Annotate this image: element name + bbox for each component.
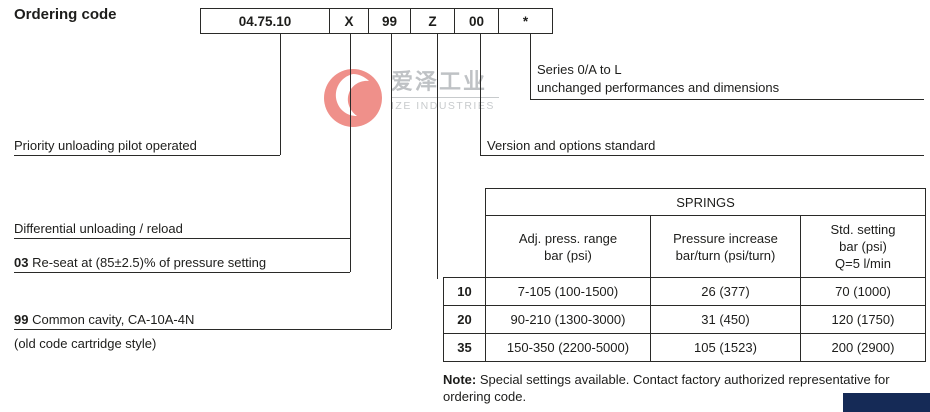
table-row: 10 7-105 (100-1500) 26 (377) 70 (1000)	[443, 277, 926, 306]
std-setting-cell: 70 (1000)	[800, 277, 926, 306]
col-header-pressure-increase: Pressure increase bar/turn (psi/turn)	[650, 215, 801, 278]
springs-table-title: SPRINGS	[485, 188, 926, 216]
table-row: 20 90-210 (1300-3000) 31 (450) 120 (1750…	[443, 305, 926, 334]
col-header-std-setting: Std. setting bar (psi) Q=5 l/min	[800, 215, 926, 278]
connector-line-00	[480, 34, 481, 155]
connector-line-star	[530, 34, 531, 99]
watermark-cn-text: 爱泽工业	[391, 69, 488, 94]
code-box-z: Z	[410, 8, 455, 34]
table-row: 35 150-350 (2200-5000) 105 (1523) 200 (2…	[443, 333, 926, 362]
ize-logo-icon	[324, 69, 382, 127]
underline-version	[480, 155, 924, 156]
table-spacer-cell	[444, 216, 486, 278]
col-header-adj-press-range: Adj. press. range bar (psi)	[485, 215, 651, 278]
page-title: Ordering code	[14, 6, 117, 23]
code-box-x: X	[329, 8, 369, 34]
reseat-code: 03	[14, 255, 29, 270]
series-callout-line2: unchanged performances and dimensions	[537, 80, 780, 95]
version-callout: Version and options standard	[487, 138, 656, 153]
underline-priority	[14, 155, 280, 156]
table-spacer-cell	[444, 189, 486, 216]
cavity-callout-sub: (old code cartridge style)	[14, 336, 157, 351]
pressure-increase-cell: 105 (1523)	[650, 333, 801, 362]
watermark: 爱泽工业 IZE INDUSTRIES	[323, 66, 543, 130]
adj-range-cell: 90-210 (1300-3000)	[485, 305, 651, 334]
series-callout-line1: Series 0/A to L	[537, 62, 622, 77]
adj-range-cell: 150-350 (2200-5000)	[485, 333, 651, 362]
reseat-callout: 03 Re-seat at (85±2.5)% of pressure sett…	[14, 255, 266, 271]
underline-differential	[14, 238, 350, 239]
connector-line-x	[350, 34, 351, 272]
code-box-star: *	[498, 8, 553, 34]
cavity-callout: 99 Common cavity, CA-10A-4N	[14, 312, 194, 328]
code-box-base: 04.75.10	[200, 8, 330, 34]
spring-code-cell: 35	[443, 333, 486, 362]
differential-callout: Differential unloading / reload	[14, 221, 183, 236]
code-box-00: 00	[454, 8, 499, 34]
reseat-text: Re-seat at (85±2.5)% of pressure setting	[28, 255, 267, 270]
note-label: Note:	[443, 372, 477, 387]
adj-range-cell: 7-105 (100-1500)	[485, 277, 651, 306]
springs-table: SPRINGS Adj. press. range bar (psi) Pres…	[443, 188, 926, 362]
note: Note: Special settings available. Contac…	[443, 371, 915, 405]
underline-reseat	[14, 272, 350, 273]
code-box-99: 99	[368, 8, 411, 34]
connector-line-base	[280, 34, 281, 155]
note-text: Special settings available. Contact fact…	[443, 372, 890, 404]
spring-code-cell: 20	[443, 305, 486, 334]
priority-callout: Priority unloading pilot operated	[14, 138, 197, 153]
watermark-text-block: 爱泽工业 IZE INDUSTRIES	[391, 70, 499, 112]
watermark-en-text: IZE INDUSTRIES	[391, 100, 495, 112]
connector-line-99	[391, 34, 392, 329]
underline-cavity	[14, 329, 391, 330]
pressure-increase-cell: 31 (450)	[650, 305, 801, 334]
std-setting-cell: 120 (1750)	[800, 305, 926, 334]
std-setting-cell: 200 (2900)	[800, 333, 926, 362]
cavity-text: Common cavity, CA-10A-4N	[28, 312, 195, 327]
cavity-code: 99	[14, 312, 29, 327]
spring-code-cell: 10	[443, 277, 486, 306]
ordering-code-boxes: 04.75.10 X 99 Z 00 *	[200, 8, 553, 34]
watermark-divider	[391, 97, 499, 98]
underline-series	[530, 99, 924, 100]
brand-color-bar	[843, 393, 930, 412]
pressure-increase-cell: 26 (377)	[650, 277, 801, 306]
connector-line-z	[437, 34, 438, 279]
